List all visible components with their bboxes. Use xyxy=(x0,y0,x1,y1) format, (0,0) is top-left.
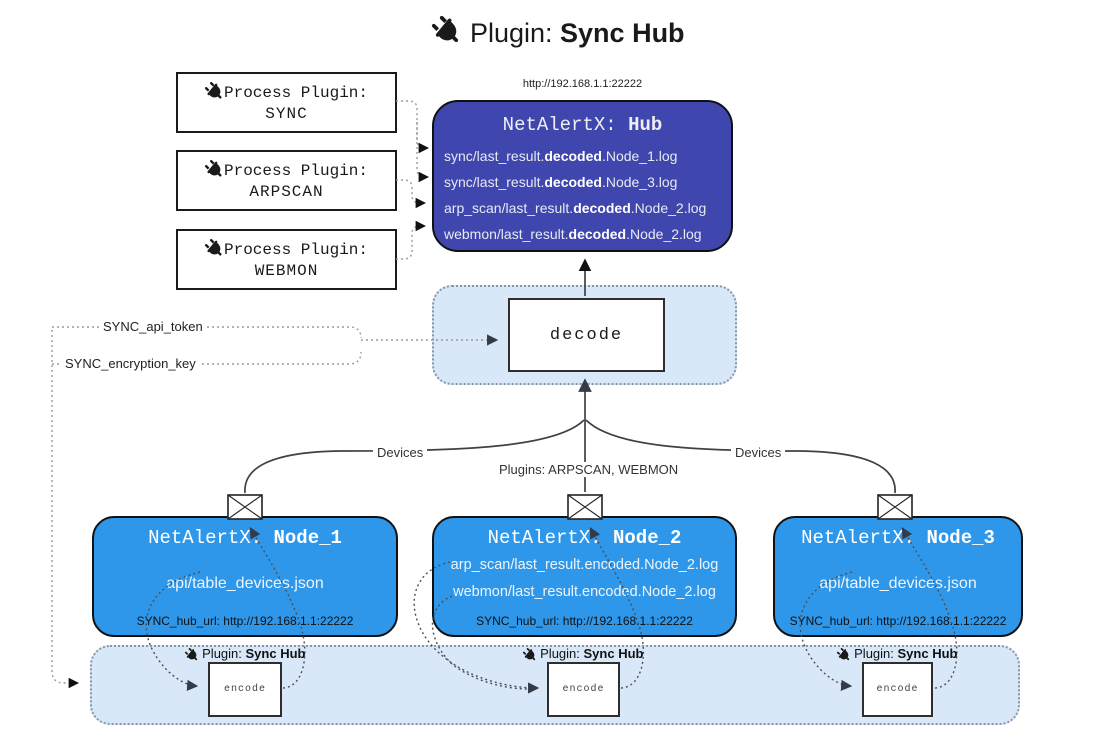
hub-box: NetAlertX: Hub sync/last_result.decoded.… xyxy=(432,100,733,252)
process-plugin-label: Process Plugin: xyxy=(223,162,369,180)
process-plugin-webmon: Process Plugin: WEBMON xyxy=(176,229,397,290)
page-title: Plugin: Sync Hub xyxy=(0,15,1117,49)
process-plugin-label: Process Plugin: xyxy=(223,84,369,102)
process-plugin-arpscan: Process Plugin: ARPSCAN xyxy=(176,150,397,211)
plug-icon xyxy=(204,238,222,256)
encode-step: encode xyxy=(862,662,933,717)
plug-icon xyxy=(184,647,197,661)
envelope-icon xyxy=(877,494,913,520)
node3-title: NetAlertX: Node_3 xyxy=(801,527,995,549)
process-plugin-name: SYNC xyxy=(265,105,308,123)
encode-plugin-label: Plugin: Sync Hub xyxy=(797,646,997,662)
node2-file2: webmon/last_result.encoded.Node_2.log xyxy=(453,584,716,600)
node2-files: arp_scan/last_result.encoded.Node_2.log … xyxy=(440,552,729,606)
devices-label-left: Devices xyxy=(373,445,428,460)
node2-file1: arp_scan/last_result.encoded.Node_2.log xyxy=(450,557,719,573)
encode-step: encode xyxy=(547,662,620,717)
plug-icon xyxy=(204,81,222,99)
node1-title: NetAlertX: Node_1 xyxy=(148,527,342,549)
envelope-icon xyxy=(227,494,263,520)
plug-icon xyxy=(432,15,459,43)
node1-file: api/table_devices.json xyxy=(166,575,324,592)
plug-icon xyxy=(836,647,849,661)
hub-title: NetAlertX: Hub xyxy=(502,114,663,136)
encode-plugin-label: Plugin: Sync Hub xyxy=(483,646,683,662)
node2-box: NetAlertX: Node_2 arp_scan/last_result.e… xyxy=(432,516,737,637)
process-plugin-label: Process Plugin: xyxy=(223,241,369,259)
node1-hub-url: SYNC_hub_url: http://192.168.1.1:22222 xyxy=(136,614,354,628)
plug-icon xyxy=(204,159,222,177)
node2-title: NetAlertX: Node_2 xyxy=(487,527,682,549)
node1-box: NetAlertX: Node_1 api/table_devices.json… xyxy=(92,516,398,637)
process-plugin-name: ARPSCAN xyxy=(249,183,324,201)
plug-icon xyxy=(522,647,535,661)
encode-plugin-label: Plugin: Sync Hub xyxy=(145,646,345,662)
hub-log-list: sync/last_result.decoded.Node_1.log sync… xyxy=(444,143,727,247)
decode-step: decode xyxy=(508,298,665,372)
hub-log-line: arp_scan/last_result.decoded.Node_2.log xyxy=(444,200,707,216)
sync-api-token-label: SYNC_api_token xyxy=(100,319,206,334)
title-prefix: Plugin: xyxy=(469,18,553,48)
node3-hub-url: SYNC_hub_url: http://192.168.1.1:22222 xyxy=(789,614,1007,628)
process-plugin-name: WEBMON xyxy=(254,262,319,280)
node2-hub-url: SYNC_hub_url: http://192.168.1.1:22222 xyxy=(476,614,693,628)
title-name: Sync Hub xyxy=(560,18,685,48)
plugins-label-center: Plugins: ARPSCAN, WEBMON xyxy=(495,462,683,477)
node3-file: api/table_devices.json xyxy=(819,575,977,592)
encode-step: encode xyxy=(208,662,282,717)
process-plugin-sync: Process Plugin: SYNC xyxy=(176,72,397,133)
sync-encryption-key-label: SYNC_encryption_key xyxy=(62,356,199,371)
hub-log-line: sync/last_result.decoded.Node_1.log xyxy=(444,148,678,164)
devices-label-right: Devices xyxy=(731,445,786,460)
hub-url: http://192.168.1.1:22222 xyxy=(522,78,643,90)
hub-log-line: sync/last_result.decoded.Node_3.log xyxy=(444,174,678,190)
node3-box: NetAlertX: Node_3 api/table_devices.json… xyxy=(773,516,1023,637)
envelope-icon xyxy=(567,494,603,520)
hub-log-line: webmon/last_result.decoded.Node_2.log xyxy=(444,226,702,242)
